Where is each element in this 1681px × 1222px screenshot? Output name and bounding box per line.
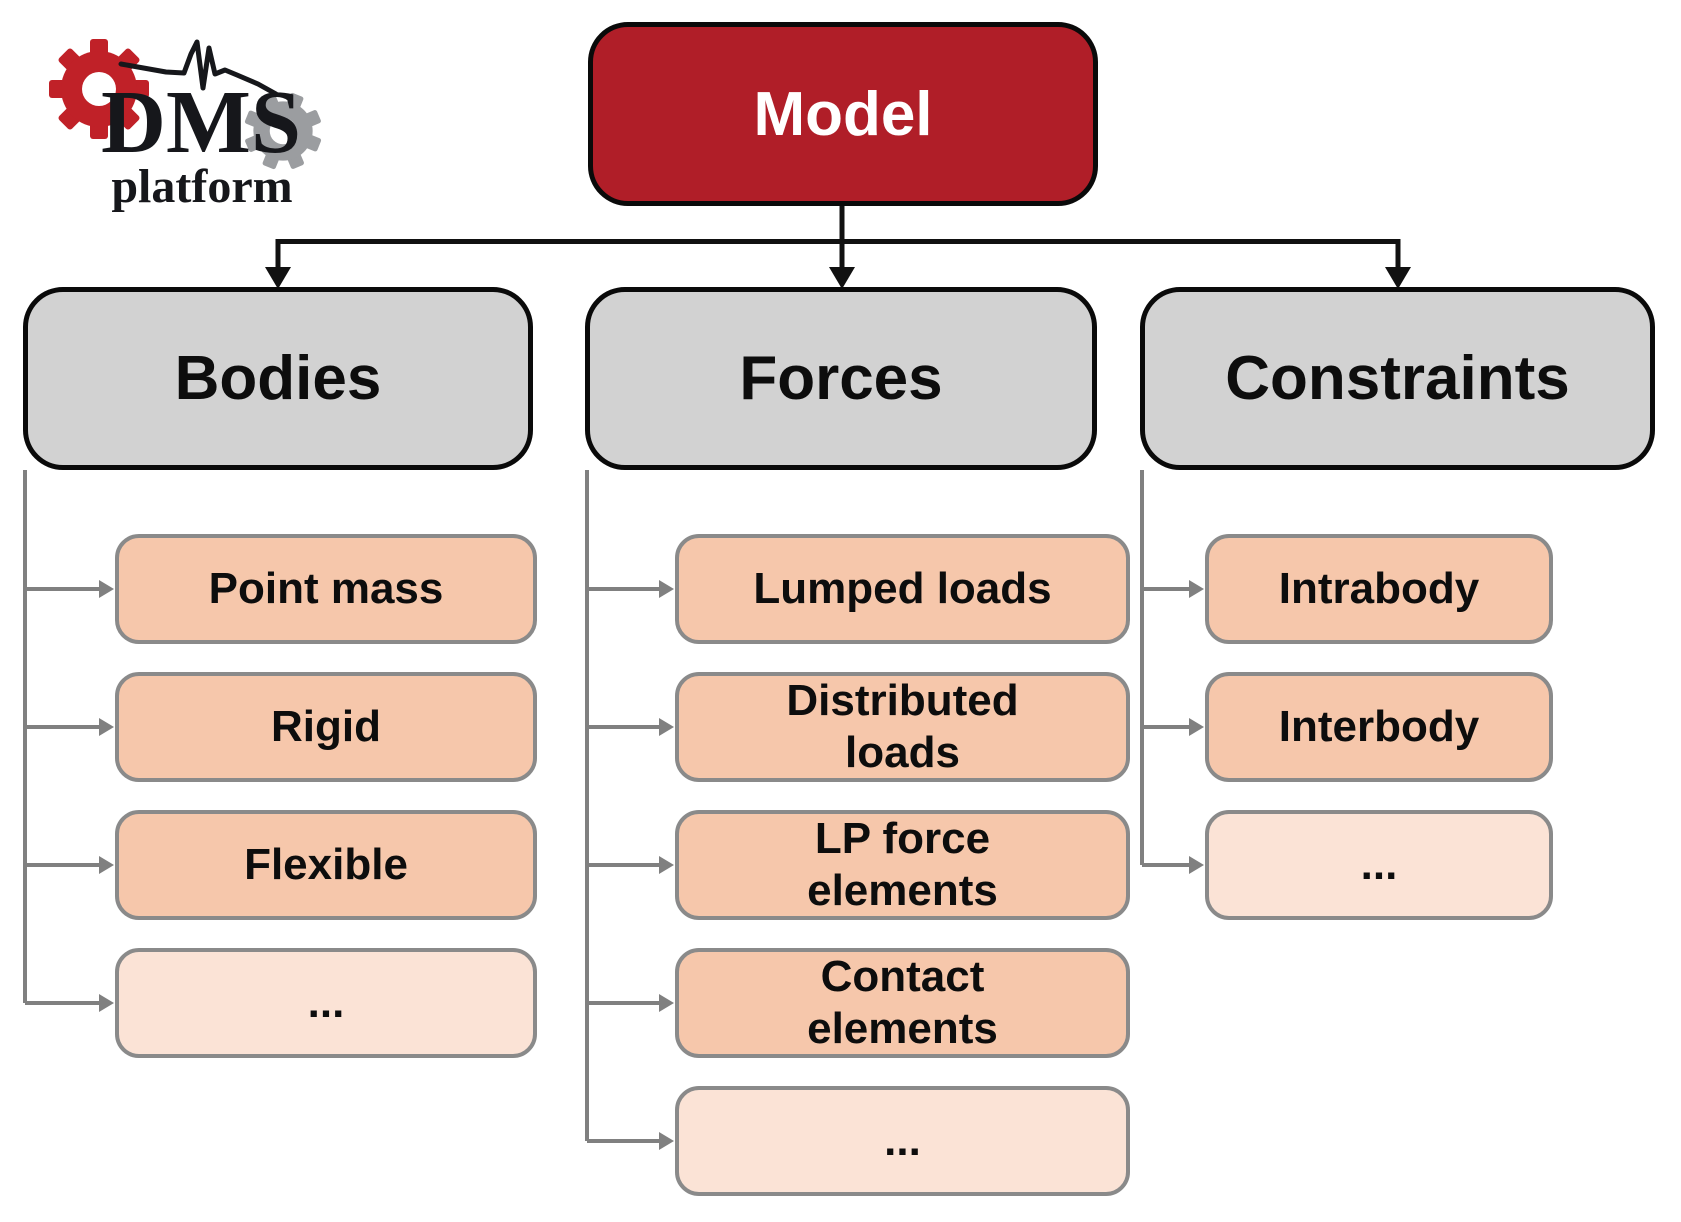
- category-label: Constraints: [1225, 344, 1570, 413]
- child-node-label: ...: [1360, 840, 1398, 890]
- category-node-bodies: Bodies: [23, 287, 533, 470]
- child-node-label: ...: [884, 1116, 921, 1166]
- child-node-label: Distributed loads: [786, 676, 1019, 777]
- child-node-point-mass: Point mass: [115, 534, 537, 644]
- child-node-rigid: Rigid: [115, 672, 537, 782]
- forces-arrowheads: [659, 580, 674, 1150]
- forces-children-connector: [585, 470, 660, 1143]
- child-node-lp-force-elements: LP force elements: [675, 810, 1130, 920]
- root-node-model: Model: [588, 22, 1098, 206]
- child-node-label: Contact elements: [807, 952, 998, 1053]
- bodies-arrowheads: [99, 580, 114, 1012]
- child-node-interbody: Interbody: [1205, 672, 1553, 782]
- child-node-label: Intrabody: [1278, 564, 1480, 614]
- category-label: Bodies: [174, 344, 382, 413]
- black-arrowheads: [265, 267, 1411, 289]
- child-node-label: LP force elements: [807, 814, 998, 915]
- child-node-label: Flexible: [244, 840, 408, 890]
- bodies-children-connector: [23, 470, 100, 1005]
- child-node-label: ...: [307, 978, 345, 1028]
- child-node-forces-ellipsis: ...: [675, 1086, 1130, 1196]
- child-node-intrabody: Intrabody: [1205, 534, 1553, 644]
- logo-title: DMS: [101, 73, 301, 172]
- child-node-bodies-ellipsis: ...: [115, 948, 537, 1058]
- gear-icon-red: [49, 39, 149, 139]
- child-node-label: Lumped loads: [753, 564, 1052, 614]
- child-node-label: Rigid: [271, 702, 381, 752]
- child-node-flexible: Flexible: [115, 810, 537, 920]
- gear-icon-gray: [244, 92, 322, 170]
- child-node-label: Point mass: [208, 564, 444, 614]
- constraints-arrowheads: [1189, 580, 1204, 874]
- constraints-children-connector: [1140, 470, 1190, 867]
- category-label: Forces: [739, 344, 943, 413]
- model-to-categories-connector: [275, 206, 1401, 270]
- child-node-constraints-ellipsis: ...: [1205, 810, 1553, 920]
- pulse-line-icon: [118, 39, 279, 97]
- child-node-distributed-loads: Distributed loads: [675, 672, 1130, 782]
- root-node-label: Model: [753, 79, 933, 149]
- child-node-label: Interbody: [1278, 702, 1480, 752]
- child-node-contact-elements: Contact elements: [675, 948, 1130, 1058]
- child-node-lumped-loads: Lumped loads: [675, 534, 1130, 644]
- category-node-constraints: Constraints: [1140, 287, 1655, 470]
- category-node-forces: Forces: [585, 287, 1097, 470]
- logo-subtitle: platform: [111, 160, 292, 213]
- dms-platform-logo: DMS platform: [49, 39, 322, 213]
